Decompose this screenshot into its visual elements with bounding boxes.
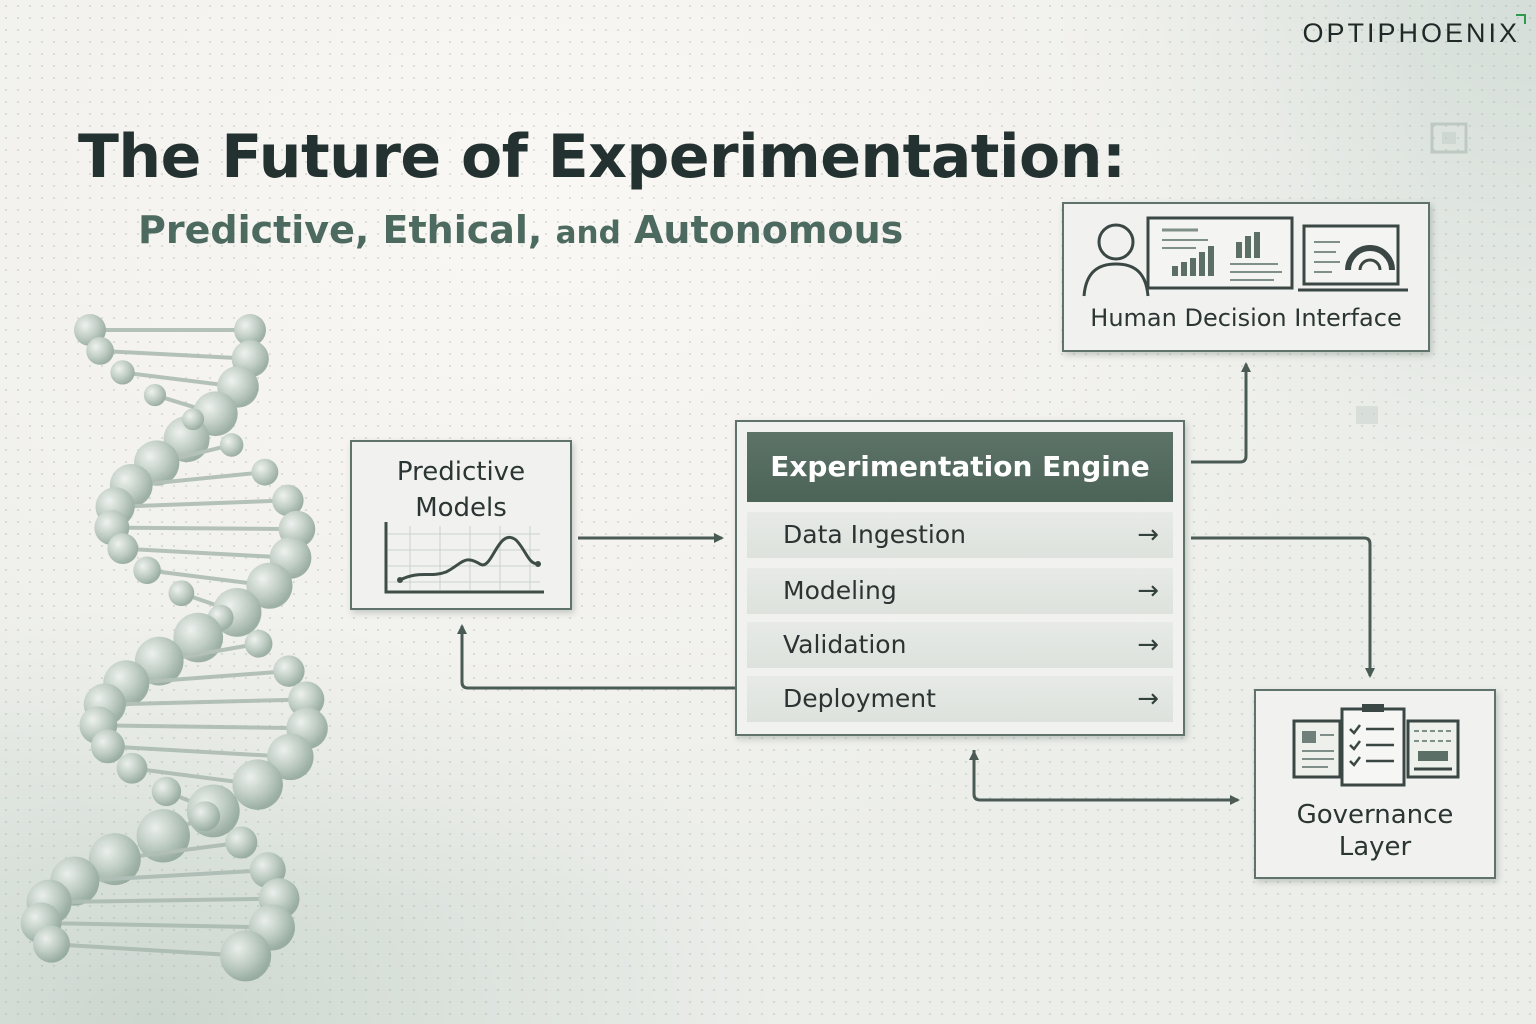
helix-rung [122,546,291,560]
helix-bead [32,925,70,963]
experimentation-engine-title: Experimentation Engine [747,432,1173,502]
helix-rung [74,868,268,884]
helix-bead [182,408,205,431]
connector-engine-to-governance [1191,536,1375,678]
engine-step-deployment: Deployment → [747,676,1173,722]
helix-bead [267,733,314,781]
engine-step-validation: Validation → [747,622,1173,668]
governance-layer-box: Governance Layer [1254,689,1496,879]
arrow-right-icon: → [1137,630,1159,660]
helix-rung [99,348,251,361]
subtitle-part-1: Predictive, Ethical, [138,208,543,252]
helix-rung [49,896,280,905]
connector-engine-governance-bidirectional [972,750,1240,805]
brand-logo: OPTIPHOENIX [1302,18,1520,49]
helix-bead [272,484,304,517]
helix-bead [173,612,224,663]
governance-documents-icon [1292,704,1460,787]
line-chart-icon [384,522,544,594]
ledger-icon [1406,719,1460,779]
predictive-models-box: Predictive Models [350,440,572,610]
experimentation-engine-box: Experimentation Engine Data Ingestion → … [735,420,1185,736]
helix-bead [219,433,244,457]
engine-step-data-ingestion: Data Ingestion → [747,512,1173,558]
helix-bead [251,458,279,486]
checklist-clipboard-icon [1340,704,1406,787]
page-title: The Future of Experimentation: [78,122,1126,192]
person-icon [1082,223,1150,297]
dashboard-monitors-icon [1082,216,1408,297]
helix-bead [246,562,293,609]
helix-bead [225,826,258,859]
helix-bead [116,752,148,784]
brand-accent-mark [1516,14,1526,24]
page-subtitle: Predictive, Ethical, and Autonomous [138,208,903,252]
helix-rung [111,525,297,532]
helix-bead [288,681,325,718]
helix-rung [107,744,291,759]
helix-rung [104,697,307,707]
helix-bead [234,314,266,346]
subtitle-part-2: and [555,215,621,251]
human-decision-interface-label: Human Decision Interface [1090,304,1402,332]
engine-step-modeling: Modeling → [747,568,1173,614]
helix-rung [115,498,288,509]
helix-bead [134,636,184,686]
helix-bead [86,336,114,365]
helix-bead [190,801,221,832]
arrow-right-icon: → [1137,520,1159,550]
helix-bead [110,360,135,385]
engine-step-label: Deployment [783,684,936,713]
connector-engine-to-human [1191,362,1251,464]
monitor-icon [1146,216,1294,290]
engine-step-label: Data Ingestion [783,520,967,549]
predictive-models-label: Predictive Models [396,457,526,523]
helix-bead [168,580,195,607]
helix-rung [41,920,272,930]
helix-rung [126,669,290,686]
helix-bead [133,556,161,585]
document-icon [1292,719,1342,779]
helix-bead [143,383,167,407]
governance-layer-label: Governance Layer [1296,800,1454,862]
helix-bead [244,629,273,658]
subtitle-part-3: Autonomous [634,208,904,252]
helix-rung [98,723,308,731]
human-decision-interface-box: Human Decision Interface [1062,202,1430,352]
helix-rung [131,470,266,488]
arrow-right-icon: → [1137,684,1159,714]
brand-name: OPTIPHOENIX [1302,18,1520,48]
helix-rung [51,942,246,958]
engine-step-label: Modeling [783,576,897,605]
helix-bead [232,759,283,810]
helix-bead [107,533,139,565]
helix-bead [88,833,141,886]
laptop-icon [1298,224,1408,292]
engine-step-label: Validation [783,630,907,659]
helix-bead [151,776,182,807]
helix-bead [90,729,125,764]
helix-bead [220,930,272,982]
helix-bead [273,655,305,687]
arrow-right-icon: → [1137,576,1159,606]
connector-engine-to-predictive [457,624,735,690]
